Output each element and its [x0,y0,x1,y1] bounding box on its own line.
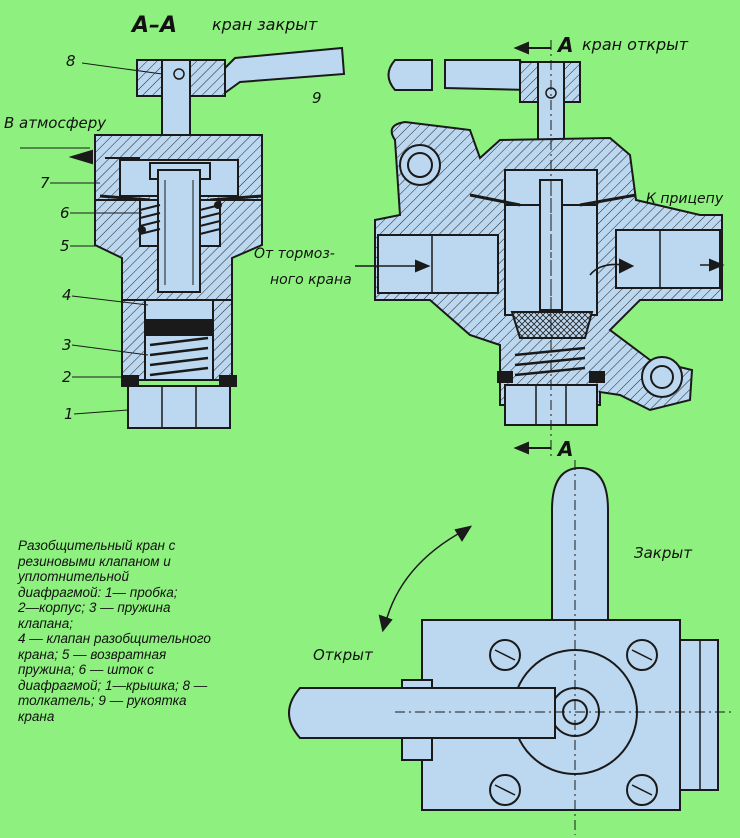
outlet-port [615,229,721,289]
open-valve-section [355,40,725,460]
brake-line-label-1: От тормоз- [254,246,335,262]
handle-external-view [288,460,735,835]
inlet-port [377,234,499,294]
open-handle-right [444,59,532,92]
plug-1 [127,385,231,429]
handle-9 [213,46,346,97]
valve-4 [144,319,214,336]
caption-line: диафрагмой: 1— пробка; [18,584,178,600]
brake-line-label-2: ного крана [270,272,352,288]
part-number-2: 2 [62,368,72,386]
caption-line: крана; 5 — возвратная [18,646,167,662]
caption-line: уплотнительной [18,569,129,584]
caption-line: клапана; [18,615,73,631]
atmosphere-label: В атмосферу [4,114,107,132]
section-title: А–А [130,13,177,38]
caption-line: пружина; 6 — шток с [18,662,154,677]
part-number-6: 6 [60,204,70,222]
open-state-label: кран открыт [582,35,689,54]
trailer-label: К прицепу [646,191,724,207]
caption-line: 2—корпус; 3 — пружина [18,600,171,615]
part-number-9: 9 [312,89,322,107]
closed-state-label: кран закрыт [212,15,318,34]
valve-spring-3 [149,336,209,377]
open-section-mark: А [556,33,573,57]
part-number-3: 3 [62,336,72,354]
cover-screws [489,639,658,806]
section-mark-bottom: А [556,437,573,461]
caption-line: крана [18,708,55,724]
open-handle-left [387,59,433,91]
caption-line: Разобщительный кран с [18,538,176,553]
caption-line: толкатель; 9 — рукоятка [18,693,187,708]
caption-line: 4 — клапан разобщительного [18,631,211,646]
part-number-8: 8 [66,52,76,70]
handle-closed-label: Закрыт [634,544,693,562]
caption-line: диафрагмой; 1—крышка; 8 — [18,677,208,693]
return-spring-5 [139,204,221,235]
closed-valve-section [68,46,346,429]
handle-closed-position [551,466,609,621]
caption-line: резиновыми клапаном и [18,553,171,569]
leader-lines [20,62,163,415]
handle-open-label: Открыт [313,646,374,664]
stem-6 [157,169,201,293]
open-valve-4 [510,311,594,339]
part-number-5: 5 [60,237,70,255]
part-number-4: 4 [62,286,72,304]
figure-caption: Разобщительный кран с резиновыми клапано… [18,538,280,724]
part-number-1: 1 [64,405,74,423]
part-number-7: 7 [40,174,50,192]
handle-open-position [288,687,556,739]
